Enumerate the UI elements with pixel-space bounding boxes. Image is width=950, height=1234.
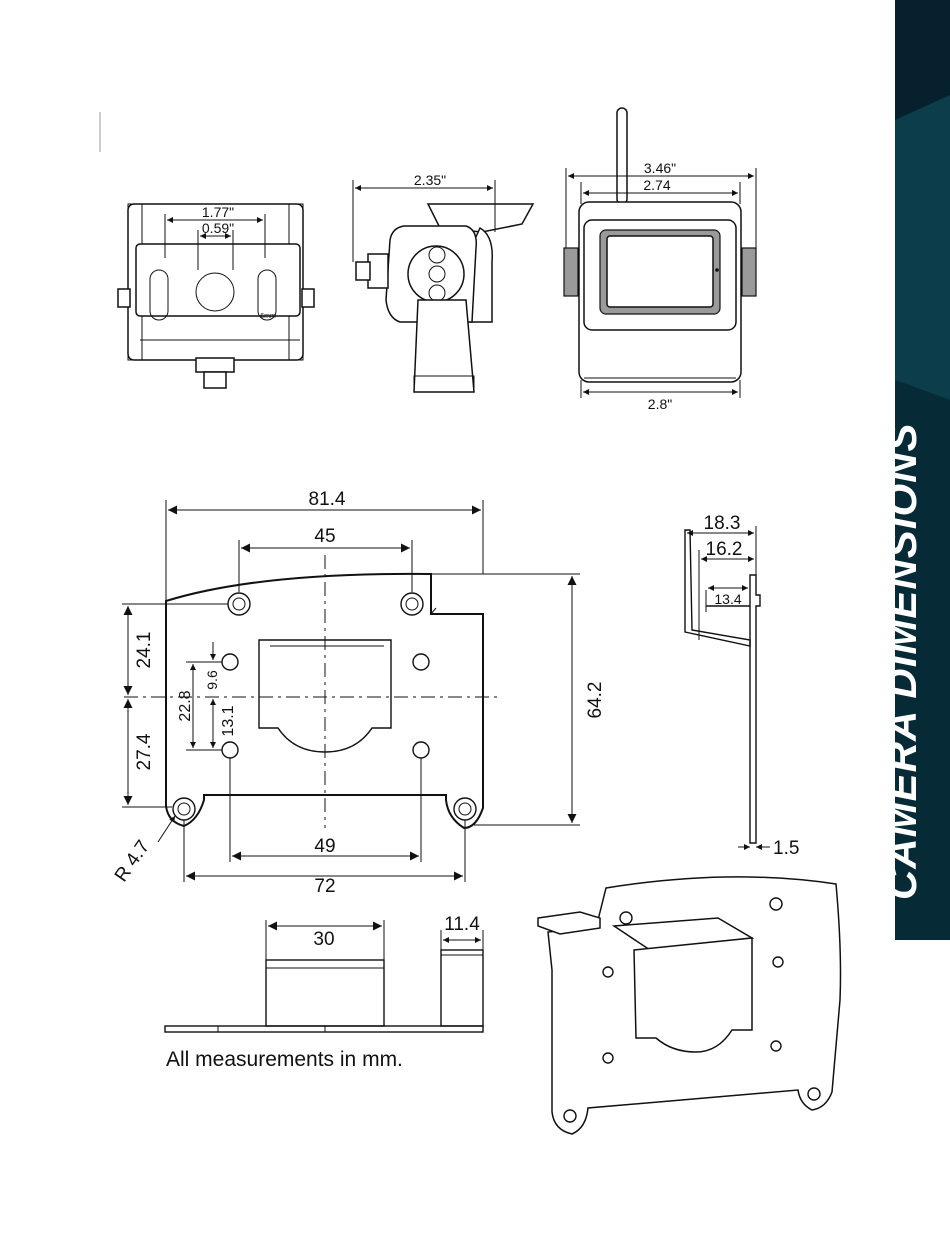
dim-13-1: 13.1 (220, 705, 237, 736)
sensor-dot (715, 268, 719, 272)
dim-30: 30 (313, 929, 334, 950)
cable-nut (356, 262, 370, 280)
dim-45: 45 (314, 526, 335, 547)
connector (196, 358, 234, 372)
connector-nut (204, 372, 226, 388)
dim-13-4: 13.4 (714, 591, 741, 607)
camera-front-face (136, 244, 300, 316)
dim-11-4: 11.4 (444, 914, 480, 935)
hole-bottom-left (173, 798, 195, 820)
dim-16-2: 16.2 (706, 539, 743, 560)
bottom-lip (441, 950, 483, 1026)
bracket-bottom-view: 30 11.4 (165, 914, 483, 1032)
banner-title: CAMERA DIMENSIONS (878, 423, 926, 900)
knob-right (302, 289, 314, 307)
dim-49: 49 (314, 836, 335, 857)
dim-72: 72 (314, 876, 335, 897)
dim-1-5: 1.5 (773, 838, 799, 859)
side-plate (750, 575, 760, 843)
dim-3-46in: 3.46" (644, 160, 676, 176)
hole-top-right-inner (406, 598, 418, 610)
dim-2-74: 2.74 (643, 177, 670, 193)
hole-top-right (401, 593, 423, 615)
hole-top-left-inner (233, 598, 245, 610)
camera-front-view: 1.77" 0.59" 6mm (118, 204, 314, 388)
hole-low-left (222, 742, 238, 758)
dim-22-8: 22.8 (177, 690, 194, 721)
bottom-tab (266, 960, 384, 1026)
radius-leader (158, 816, 175, 842)
camera-rear-view: 3.46" 2.74 2.8" (564, 108, 756, 412)
bottom-base-plate (165, 1026, 483, 1032)
dim-18-3: 18.3 (704, 513, 741, 534)
knob-left (118, 289, 130, 307)
antenna (617, 108, 627, 204)
dim-27-4: 27.4 (134, 733, 155, 770)
dim-2-8in: 2.8" (648, 396, 672, 412)
hole-bottom-right (454, 798, 476, 820)
bracket-side-view: 18.3 16.2 13.4 1.5 (685, 513, 799, 859)
monitor-screen (607, 236, 713, 307)
pivot-disc (408, 246, 464, 302)
hole-top-left (228, 593, 250, 615)
banner-band (895, 95, 950, 400)
cable-gland (368, 254, 388, 288)
hole-mid-left (222, 654, 238, 670)
measurement-note: All measurements in mm. (166, 1048, 403, 1072)
dim-64-2: 64.2 (585, 682, 606, 719)
dim-0-59in: 0.59" (202, 220, 234, 236)
dim-81-4: 81.4 (309, 489, 346, 510)
hole-bottom-right-inner (459, 803, 471, 815)
bracket-front-view: 81.4 45 24.1 27.4 64.2 22.8 9.6 13.1 49 (111, 489, 606, 897)
camera-side-view: 2.35" (353, 172, 533, 392)
dim-2-35in: 2.35" (414, 172, 446, 188)
right-knobs (742, 248, 756, 296)
dim-1-77in: 1.77" (202, 204, 234, 220)
hole-low-right (413, 742, 429, 758)
stand-leg (414, 300, 474, 392)
small-mark-label: 6mm (260, 313, 276, 320)
dim-24-1: 24.1 (134, 632, 155, 669)
left-knobs (564, 248, 578, 296)
hole-mid-right (413, 654, 429, 670)
radius-label: R 4.7 (111, 837, 154, 886)
bracket-isometric-view (538, 877, 841, 1134)
hole-bottom-left-inner (178, 803, 190, 815)
dim-9-6: 9.6 (204, 670, 220, 690)
